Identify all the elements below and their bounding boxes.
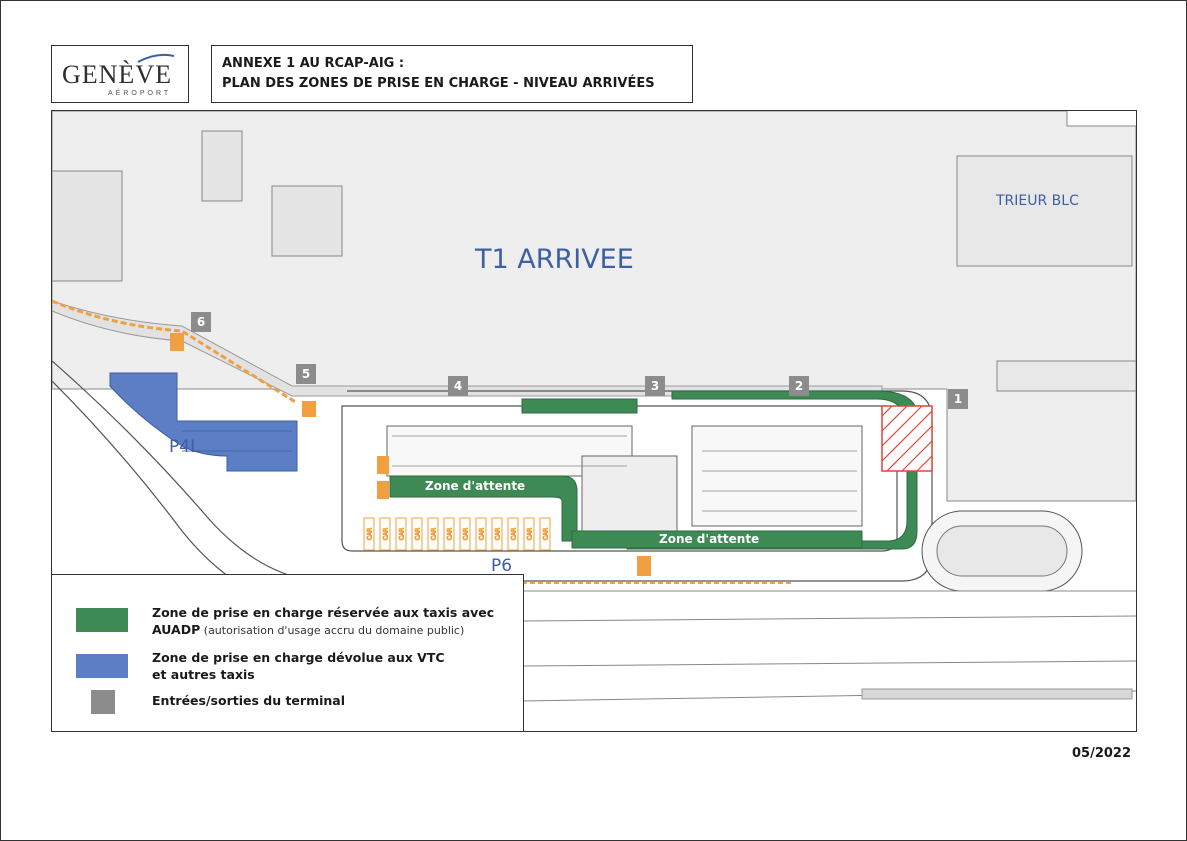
trieur-block [956,155,1133,267]
entry-badge-4: 4 [448,376,468,396]
taxi-waiting-zone-2 [571,530,863,549]
legend-taxi-line2: AUADP [152,622,201,637]
highway [521,590,1136,702]
west-road-curve [52,360,352,582]
car-spot-label: CAR [463,528,470,540]
legend-swatch-vtc [76,654,128,678]
title-line-1: ANNEXE 1 AU RCAP-AIG : [222,56,405,71]
pedestrian-crossings [170,333,651,576]
entry-badge-3: 3 [645,376,665,396]
car-spot-label: CAR [479,528,486,540]
parking-stripes [392,435,857,512]
east-annex [996,360,1136,392]
legend-swatch-entry [91,690,115,714]
waiting-zone-label-1: Zone d'attente [425,479,526,493]
legend-taxi-line1: Zone de prise en charge réservée aux tax… [152,605,495,620]
trieur-label: TRIEUR BLC [996,193,1079,209]
logo-wordmark: GENÈVE [62,60,172,89]
p6-label: P6 [491,556,513,576]
car-spot-label: CAR [431,528,438,540]
central-building [581,455,678,537]
title-box: ANNEXE 1 AU RCAP-AIG : PLAN DES ZONES DE… [211,45,693,103]
legend-item-entry: Entrées/sorties du terminal [152,693,346,708]
car-spot-label: CAR [495,528,502,540]
car-spot-label: CAR [447,528,454,540]
logo-swoosh-icon [137,53,175,63]
highway-hatch [861,688,1133,700]
car-spot-label: CAR [383,528,390,540]
date-label: 05/2022 [1072,746,1132,761]
entry-badge-2: 2 [789,376,809,396]
legend-item-taxi: Zone de prise en charge réservée aux tax… [152,604,494,639]
car-spot-label: CAR [527,528,534,540]
west-structure-3 [271,185,343,257]
title-line-2: PLAN DES ZONES DE PRISE EN CHARGE - NIVE… [222,76,655,91]
legend-item-vtc: Zone de prise en charge dévolue aux VTC … [152,649,445,683]
entry-badge-5: 5 [296,364,316,384]
car-spot-label: CAR [399,528,406,540]
west-structure-2 [201,130,243,202]
entry-badge-1: 1 [948,389,968,409]
p4l-label: P4L [169,437,200,457]
p6-car-spots: CAR CAR CAR CAR CAR CAR CAR CAR CAR CAR CAR CAR [363,517,551,551]
road-outer [347,390,933,582]
west-structure [52,170,123,282]
legend-swatch-taxi [76,608,128,632]
pedestrian-route [52,299,298,405]
legend-vtc-line2: et autres taxis [152,667,255,682]
vtc-stripes [182,430,292,452]
legend-taxi-note: (autorisation d'usage accru du domaine p… [200,624,465,637]
taxi-waiting-zone-1 [389,475,578,542]
geneve-airport-logo: GENÈVE AÉROPORT [51,45,189,103]
terminal-label: T1 ARRIVEE [475,244,634,275]
legend: Zone de prise en charge réservée aux tax… [51,574,524,732]
car-spot-label: CAR [367,528,374,540]
map-drawing: CAR CAR CAR CAR CAR CAR CAR CAR CAR CAR CAR CAR [52,111,1136,702]
waiting-zone-label-2: Zone d'attente [659,532,760,546]
legend-vtc-line1: Zone de prise en charge dévolue aux VTC [152,650,445,665]
parking-island-2 [691,425,863,527]
vtc-zone [109,372,298,472]
car-spot-label: CAR [511,528,518,540]
car-spot-label: CAR [543,528,550,540]
east-roundabout-inner [936,525,1068,577]
restricted-hatch-area [881,405,933,472]
car-spot-label: CAR [415,528,422,540]
logo-subtitle: AÉROPORT [108,90,172,97]
entry-badge-6: 6 [191,312,211,332]
